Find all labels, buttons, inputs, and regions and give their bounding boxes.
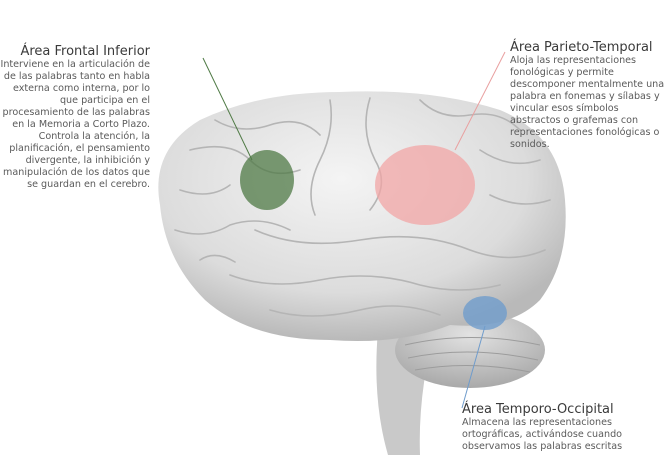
highlight-parieto-temporal (375, 145, 475, 225)
cerebrum (158, 91, 566, 341)
highlight-frontal-inferior (240, 150, 294, 210)
parieto-temporal-label: Área Parieto-Temporal Aloja las represen… (510, 40, 670, 151)
frontal-inferior-description: Interviene en la articulación de de las … (0, 59, 150, 130)
connector-line-frontal (202, 57, 253, 161)
frontal-inferior-description-2: Controla la atención, la planificación, … (3, 131, 150, 190)
frontal-inferior-title: Área Frontal Inferior (20, 44, 150, 59)
frontal-inferior-label: Área Frontal Inferior Interviene en la a… (0, 44, 150, 191)
connector-line-temporo-occipital (461, 325, 486, 409)
highlight-temporo-occipital (463, 296, 507, 330)
temporo-occipital-description: Almacena las representaciones ortográfic… (462, 417, 623, 452)
temporo-occipital-label: Área Temporo-Occipital Almacena las repr… (462, 402, 632, 453)
parieto-temporal-title: Área Parieto-Temporal (510, 40, 653, 55)
connector-line-parieto-temporal (454, 51, 506, 151)
temporo-occipital-title: Área Temporo-Occipital (462, 402, 614, 417)
parieto-temporal-description: Aloja las representaciones fonológicas y… (510, 55, 665, 150)
